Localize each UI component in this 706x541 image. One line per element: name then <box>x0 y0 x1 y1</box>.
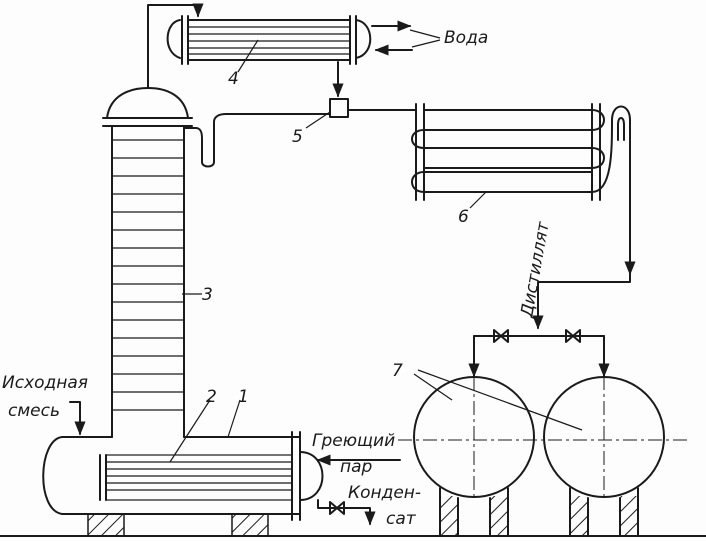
valve-left-icon <box>493 329 509 343</box>
column-trays <box>112 139 184 411</box>
condensate-valve-icon <box>329 501 345 515</box>
number-5: 5 <box>292 127 303 147</box>
distillation-column <box>102 3 331 438</box>
number-3: 3 <box>202 285 213 305</box>
number-1: 1 <box>238 387 249 407</box>
still-reboiler <box>42 39 487 537</box>
distillate-cooler <box>411 103 636 276</box>
condensate-label-line1: Конден- <box>348 483 421 503</box>
feed-label-line1: Исходная <box>2 373 88 393</box>
number-4: 4 <box>228 69 239 89</box>
condenser <box>166 15 441 98</box>
reflux-divider <box>329 98 417 118</box>
steam-label-line1: Греющий <box>312 431 395 451</box>
distillate-receivers <box>398 369 690 537</box>
number-2: 2 <box>206 387 217 407</box>
water-label: Вода <box>444 28 488 48</box>
number-7: 7 <box>392 361 403 381</box>
steam-label-line2: пар <box>340 457 373 477</box>
distillate-label: Дистиллят <box>517 219 554 320</box>
distillate-line <box>468 273 631 378</box>
condensate-label-line2: сат <box>386 509 417 529</box>
feed-label-line2: смесь <box>8 401 60 421</box>
receiver-supports <box>439 487 639 537</box>
valve-right-icon <box>565 329 581 343</box>
number-6: 6 <box>458 207 469 227</box>
